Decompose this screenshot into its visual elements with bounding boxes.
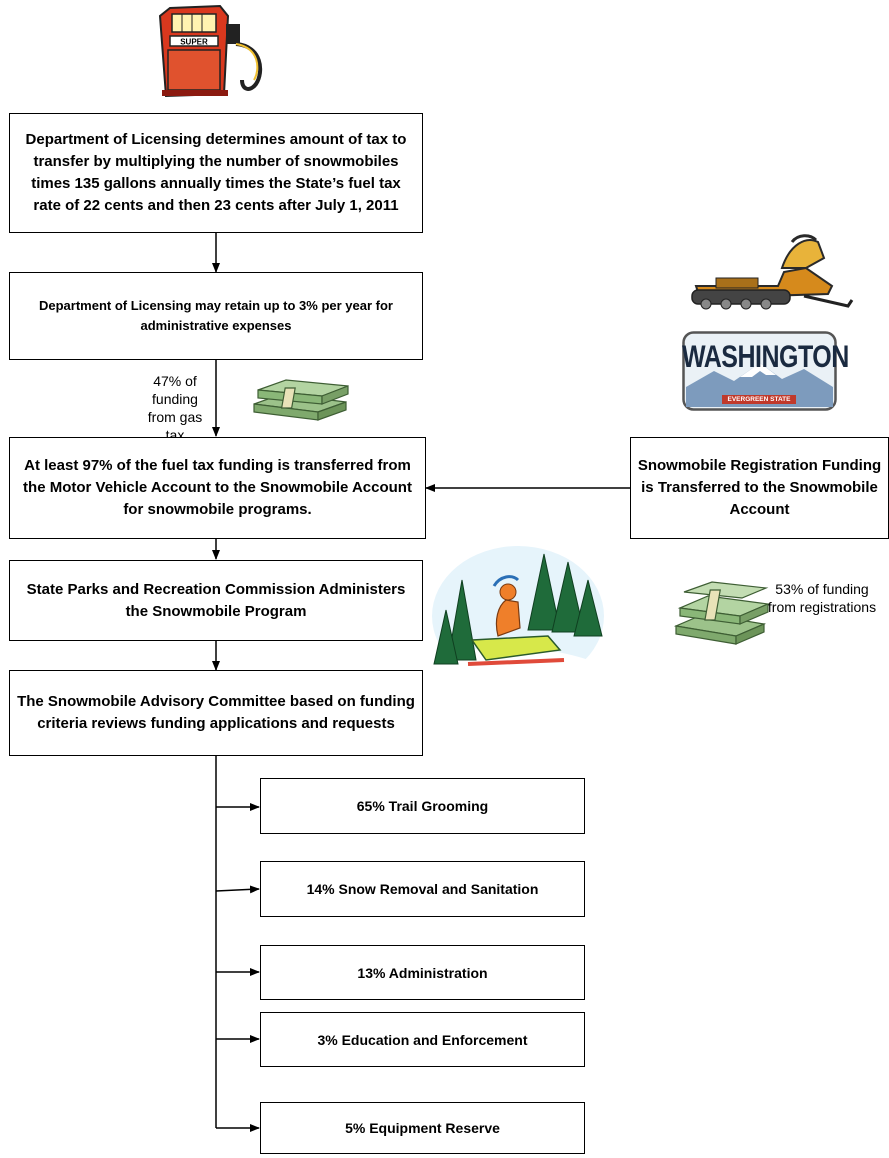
- note-registrations-text: 53% of funding from registrations: [767, 581, 877, 615]
- note-registrations: 53% of funding from registrations: [764, 580, 880, 616]
- snowmobile-icon: [691, 234, 854, 310]
- plate-state-text: WASHINGTON: [682, 339, 849, 375]
- box-dol-determines: Department of Licensing determines amoun…: [9, 113, 423, 233]
- box-dol-determines-text: Department of Licensing determines amoun…: [25, 131, 407, 214]
- plate-slogan-text: EVERGREEN STATE: [727, 396, 791, 403]
- note-gas-tax: 47% of funding from gas tax: [138, 372, 212, 444]
- box-snow-removal: 14% Snow Removal and Sanitation: [260, 861, 585, 917]
- arrow-to-snow-removal: [215, 885, 260, 894]
- box-state-parks: State Parks and Recreation Commission Ad…: [9, 560, 423, 641]
- box-state-parks-text: State Parks and Recreation Commission Ad…: [26, 580, 406, 620]
- box-administration-text: 13% Administration: [357, 964, 488, 981]
- box-registration-text: Snowmobile Registration Funding is Trans…: [637, 457, 882, 518]
- box-education-enforcement: 3% Education and Enforcement: [260, 1012, 585, 1067]
- money-stack-icon: [253, 379, 349, 421]
- snowmobile-rider-scene-icon: [432, 546, 604, 686]
- box-equipment-reserve: 5% Equipment Reserve: [260, 1102, 585, 1154]
- note-gas-tax-text: 47% of funding from gas tax: [147, 373, 203, 443]
- pump-label: SUPER: [180, 38, 208, 47]
- box-advisory-committee: The Snowmobile Advisory Committee based …: [9, 670, 423, 756]
- box-trail-grooming: 65% Trail Grooming: [260, 778, 585, 834]
- box-transfer-97-text: At least 97% of the fuel tax funding is …: [23, 457, 412, 518]
- box-dol-retain: Department of Licensing may retain up to…: [9, 272, 423, 360]
- box-registration: Snowmobile Registration Funding is Trans…: [630, 437, 889, 539]
- gas-pump-icon: SUPER: [158, 4, 263, 98]
- money-stack-icon: [673, 581, 771, 645]
- box-administration: 13% Administration: [260, 945, 585, 1000]
- box-equipment-reserve-text: 5% Equipment Reserve: [345, 1120, 500, 1136]
- license-plate-icon: WASHINGTON EVERGREEN STATE: [682, 331, 849, 411]
- box-advisory-committee-text: The Snowmobile Advisory Committee based …: [17, 693, 415, 732]
- box-trail-grooming-text: 65% Trail Grooming: [356, 798, 489, 814]
- box-snow-removal-text: 14% Snow Removal and Sanitation: [306, 881, 539, 897]
- box-education-enforcement-text: 3% Education and Enforcement: [317, 1031, 528, 1048]
- box-dol-retain-text: Department of Licensing may retain up to…: [39, 298, 393, 333]
- box-transfer-97: At least 97% of the fuel tax funding is …: [9, 437, 426, 539]
